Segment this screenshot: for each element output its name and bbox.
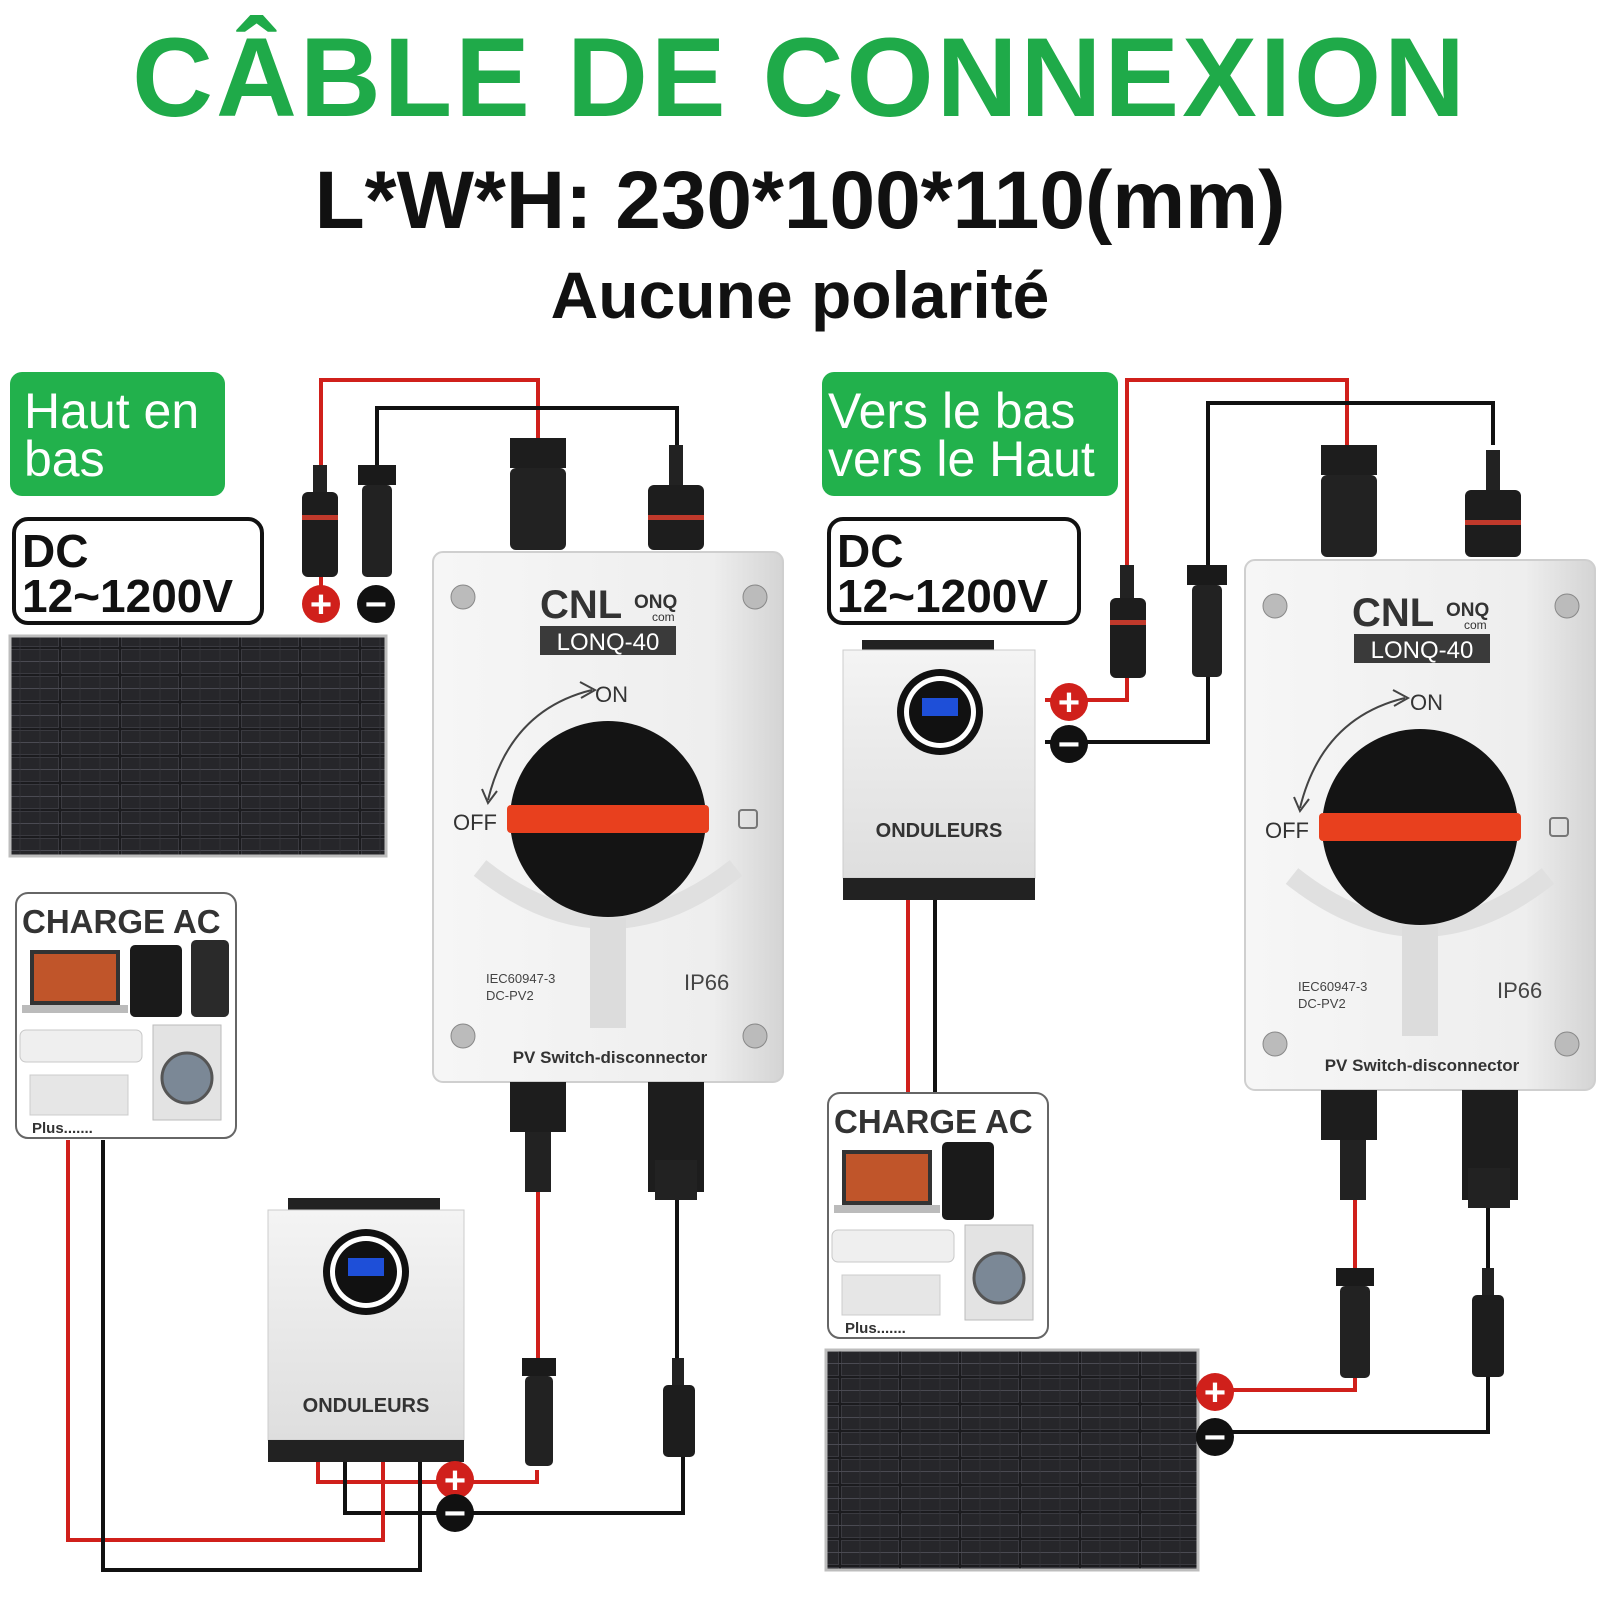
svg-text:+: + bbox=[310, 584, 332, 626]
right-panel-positive-terminal: + bbox=[1196, 1372, 1234, 1414]
svg-text:Haut en: Haut en bbox=[24, 383, 199, 439]
svg-text:LONQ-40: LONQ-40 bbox=[1371, 637, 1474, 664]
svg-text:IEC60947-3: IEC60947-3 bbox=[486, 971, 555, 986]
svg-text:CNL: CNL bbox=[540, 583, 622, 627]
svg-text:12~1200V: 12~1200V bbox=[22, 570, 233, 622]
svg-text:OFF: OFF bbox=[1265, 818, 1309, 843]
svg-text:Plus.......: Plus....... bbox=[845, 1320, 906, 1337]
right-bottom-connector-black bbox=[1472, 1268, 1504, 1377]
svg-text:+: + bbox=[444, 1460, 466, 1502]
svg-text:CNL: CNL bbox=[1352, 591, 1434, 635]
right-panel-negative-terminal: − bbox=[1196, 1417, 1234, 1459]
svg-text:bas: bas bbox=[24, 431, 105, 487]
left-bottom-connector-black bbox=[663, 1358, 695, 1457]
left-panel-connector-negative bbox=[358, 465, 396, 577]
left-bottom-connector-red bbox=[522, 1358, 556, 1466]
left-inverter-positive-terminal: + bbox=[436, 1460, 474, 1502]
svg-text:DC: DC bbox=[837, 525, 903, 577]
left-switch-box: CNL ONQ com LONQ-40 ON OFF IEC60947-3 DC… bbox=[432, 438, 784, 1200]
svg-text:com: com bbox=[652, 610, 675, 624]
polarity-text: Aucune polarité bbox=[550, 258, 1050, 332]
svg-text:ONDULEURS: ONDULEURS bbox=[876, 820, 1003, 842]
svg-text:PV Switch-disconnector: PV Switch-disconnector bbox=[513, 1048, 708, 1067]
svg-text:−: − bbox=[1204, 1417, 1226, 1459]
right-direction-label: Vers le bas vers le Haut bbox=[822, 372, 1118, 496]
appliance-icon bbox=[841, 1274, 941, 1316]
right-inverter-connector-black bbox=[1187, 565, 1227, 677]
svg-text:com: com bbox=[1464, 618, 1487, 632]
svg-text:+: + bbox=[1058, 682, 1080, 724]
svg-text:CHARGE AC: CHARGE AC bbox=[834, 1103, 1033, 1140]
air-conditioner-icon bbox=[831, 1229, 955, 1263]
page-title: CÂBLE DE CONNEXION bbox=[132, 15, 1468, 140]
svg-text:vers le Haut: vers le Haut bbox=[828, 431, 1095, 487]
svg-text:OFF: OFF bbox=[453, 810, 497, 835]
right-inverter-connector-red bbox=[1110, 565, 1146, 678]
right-ac-load-box: CHARGE AC Plus....... bbox=[827, 1092, 1049, 1339]
left-voltage-box: DC 12~1200V bbox=[12, 517, 264, 625]
right-switch-box: CNL ONQ com LONQ-40 ON OFF IEC60947-3 DC… bbox=[1244, 445, 1596, 1208]
washing-machine-icon bbox=[964, 1224, 1034, 1321]
left-panel-positive-terminal: + bbox=[302, 584, 340, 626]
svg-text:PV Switch-disconnector: PV Switch-disconnector bbox=[1325, 1056, 1520, 1075]
svg-text:+: + bbox=[1204, 1372, 1226, 1414]
left-inverter-negative-terminal: − bbox=[436, 1493, 474, 1535]
left-wires bbox=[66, 378, 685, 1572]
svg-text:−: − bbox=[1058, 724, 1080, 766]
svg-text:ONDULEURS: ONDULEURS bbox=[303, 1395, 430, 1417]
svg-text:DC-PV2: DC-PV2 bbox=[1298, 996, 1346, 1011]
right-inverter: ONDULEURS bbox=[842, 640, 1036, 900]
left-solar-panel bbox=[8, 634, 388, 858]
svg-text:12~1200V: 12~1200V bbox=[837, 570, 1048, 622]
svg-text:IP66: IP66 bbox=[1497, 978, 1542, 1003]
svg-text:ON: ON bbox=[1410, 690, 1443, 715]
right-voltage-box: DC 12~1200V bbox=[827, 517, 1081, 625]
tablet-icon bbox=[130, 945, 182, 1017]
air-conditioner-icon bbox=[19, 1029, 143, 1063]
svg-text:ONQ: ONQ bbox=[1446, 600, 1489, 621]
svg-text:Plus.......: Plus....... bbox=[32, 1120, 93, 1137]
left-direction-label: Haut en bas bbox=[10, 372, 225, 496]
right-solar-panel bbox=[824, 1348, 1200, 1572]
svg-text:−: − bbox=[365, 584, 387, 626]
dimensions-text: L*W*H: 230*100*110(mm) bbox=[314, 155, 1286, 246]
phone-icon bbox=[191, 940, 229, 1017]
svg-text:−: − bbox=[444, 1493, 466, 1535]
left-ac-load-box: CHARGE AC Plus....... bbox=[15, 892, 237, 1139]
svg-text:DC-PV2: DC-PV2 bbox=[486, 988, 534, 1003]
svg-text:Vers le bas: Vers le bas bbox=[828, 383, 1075, 439]
right-inverter-positive-terminal: + bbox=[1050, 682, 1088, 724]
svg-text:CHARGE AC: CHARGE AC bbox=[22, 903, 221, 940]
right-inverter-negative-terminal: − bbox=[1050, 724, 1088, 766]
laptop-icon bbox=[22, 950, 128, 1013]
svg-text:ONQ: ONQ bbox=[634, 592, 677, 613]
svg-text:IP66: IP66 bbox=[684, 970, 729, 995]
appliance-icon bbox=[29, 1074, 129, 1116]
left-inverter: ONDULEURS bbox=[267, 1198, 465, 1462]
left-panel-connector-positive bbox=[302, 465, 338, 577]
tablet-icon bbox=[942, 1142, 994, 1220]
svg-text:LONQ-40: LONQ-40 bbox=[557, 629, 660, 656]
svg-text:DC: DC bbox=[22, 525, 88, 577]
right-bottom-connector-red bbox=[1336, 1268, 1374, 1378]
washing-machine-icon bbox=[152, 1024, 222, 1121]
svg-text:ON: ON bbox=[595, 682, 628, 707]
laptop-icon bbox=[834, 1150, 940, 1213]
left-panel-negative-terminal: − bbox=[357, 584, 395, 626]
svg-text:IEC60947-3: IEC60947-3 bbox=[1298, 979, 1367, 994]
